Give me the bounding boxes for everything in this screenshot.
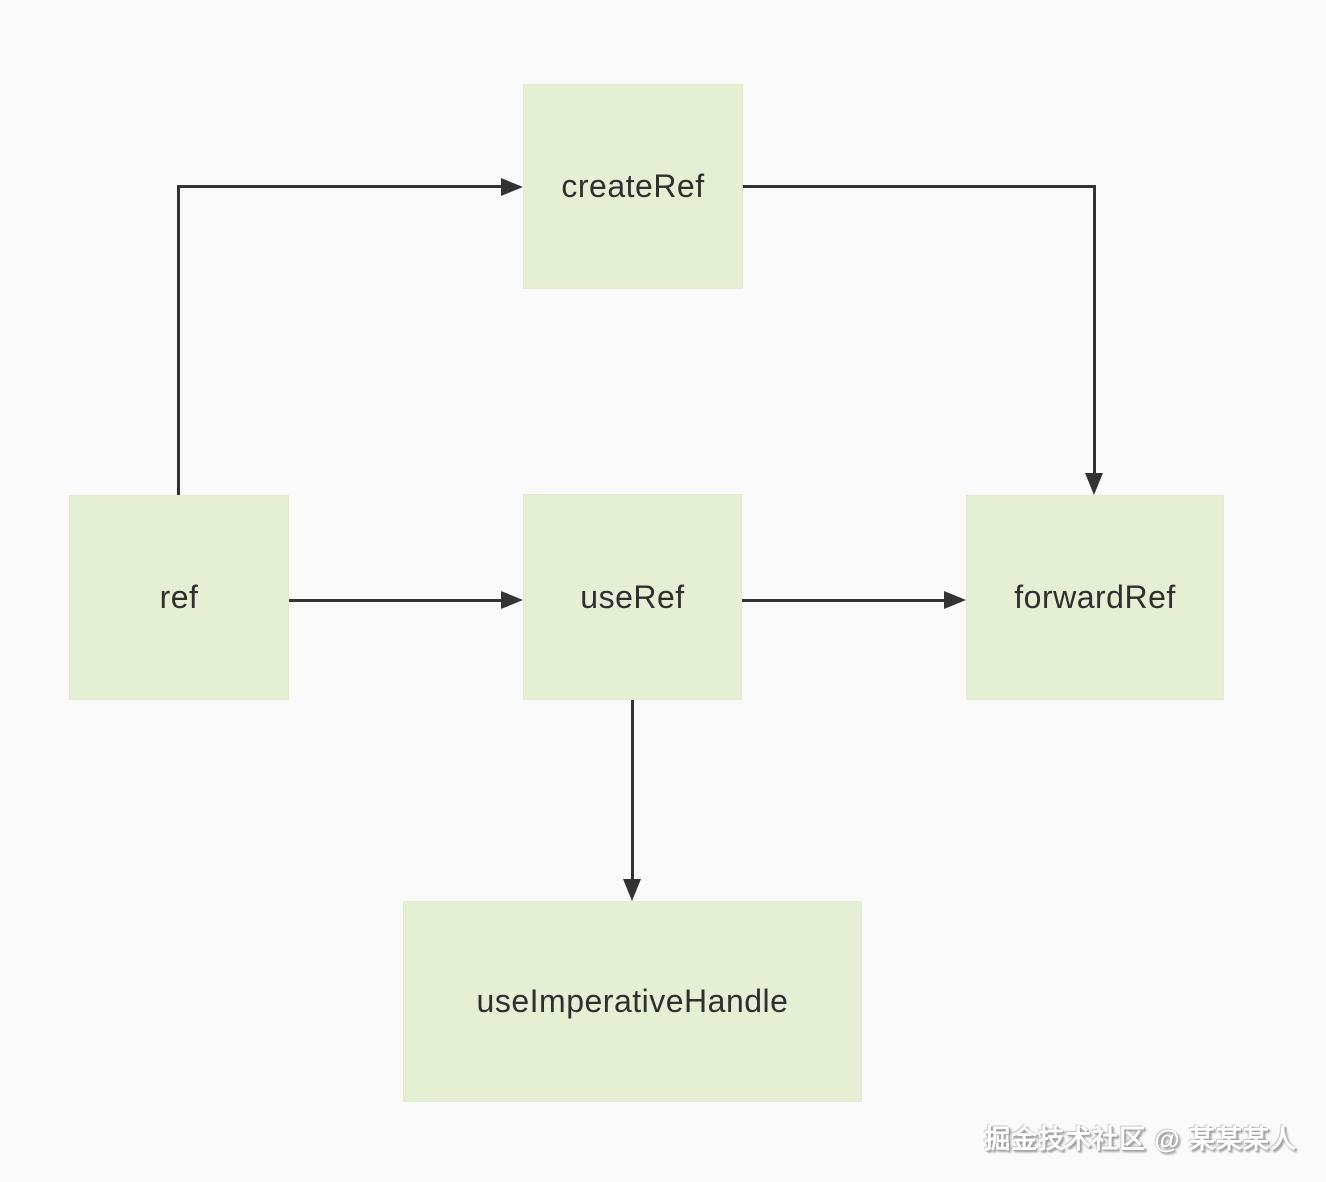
edge-createref-to-forwardref-vertical bbox=[1093, 185, 1096, 475]
edge-ref-to-createref-horizontal bbox=[177, 185, 503, 188]
node-useimperativehandle: useImperativeHandle bbox=[403, 901, 862, 1102]
node-forwardref-label: forwardRef bbox=[1014, 579, 1176, 615]
watermark: 掘金技术社区 @ 某某某人 bbox=[984, 1124, 1297, 1154]
edge-ref-to-createref-vertical bbox=[177, 185, 180, 495]
arrowhead-into-useref-icon bbox=[501, 591, 523, 609]
node-forwardref: forwardRef bbox=[966, 495, 1224, 700]
arrowhead-into-createref-icon bbox=[501, 178, 523, 196]
node-createref: createRef bbox=[523, 84, 743, 289]
arrowhead-into-useimperativehandle-icon bbox=[623, 879, 641, 901]
node-useref: useRef bbox=[523, 494, 742, 700]
edge-useref-to-forwardref-line bbox=[742, 599, 945, 602]
arrowhead-into-forwardref-top-icon bbox=[1085, 473, 1103, 495]
node-useimperativehandle-label: useImperativeHandle bbox=[476, 983, 789, 1019]
edge-ref-to-useref-line bbox=[289, 599, 502, 602]
arrowhead-into-forwardref-left-icon bbox=[944, 591, 966, 609]
edge-useref-to-useimperativehandle-line bbox=[631, 700, 634, 880]
edge-createref-to-forwardref-horizontal bbox=[743, 185, 1096, 188]
node-ref-label: ref bbox=[159, 579, 199, 615]
node-createref-label: createRef bbox=[561, 168, 705, 204]
node-ref: ref bbox=[69, 495, 289, 700]
node-useref-label: useRef bbox=[580, 578, 685, 615]
